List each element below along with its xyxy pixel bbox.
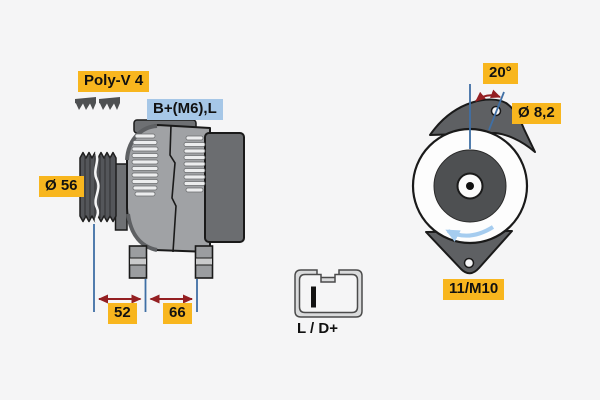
side-view-dimensions	[93, 224, 198, 312]
alternator-side-view	[79, 119, 245, 279]
terminals-label: B+(M6),L	[147, 99, 223, 120]
dimension-52-label: 52	[108, 303, 137, 324]
counterclockwise-rotation-arrow	[445, 225, 495, 242]
poly-v-belt-profile-icons	[75, 97, 120, 110]
dimension-66-label: 66	[163, 303, 192, 324]
connector-pins-label: L / D+	[297, 320, 338, 337]
angle-arrow-20deg	[475, 89, 501, 102]
mount-arm-label: 11/M10	[443, 279, 505, 300]
rear-cover	[204, 132, 245, 243]
shaft-spacer	[114, 163, 128, 231]
pulley	[79, 151, 117, 223]
housing-seam	[169, 124, 177, 253]
lug-hole-bottom	[463, 257, 475, 269]
belt-profile-icon	[99, 97, 120, 110]
shaft-center	[466, 182, 474, 190]
angle-lug-line	[488, 91, 505, 131]
mount-angle-label: 20°	[483, 63, 518, 84]
pulley-diameter-label: Ø 56	[39, 176, 84, 197]
bottom-rim-shading	[126, 213, 158, 252]
alternator-rear-view	[411, 84, 536, 275]
belt-type-label: Poly-V 4	[78, 71, 150, 92]
mounting-foot-right	[194, 245, 214, 279]
break-line	[94, 151, 100, 223]
vent-slots-rear	[183, 135, 206, 193]
plug-connector	[294, 269, 363, 318]
vent-slots-front	[131, 133, 159, 197]
connector-pin-blade	[311, 286, 316, 308]
mounting-foot-left	[128, 245, 148, 279]
lug-hole-diameter-label: Ø 8,2	[512, 103, 561, 124]
dimension-extension-lines	[93, 224, 198, 312]
belt-profile-icon	[75, 97, 96, 110]
